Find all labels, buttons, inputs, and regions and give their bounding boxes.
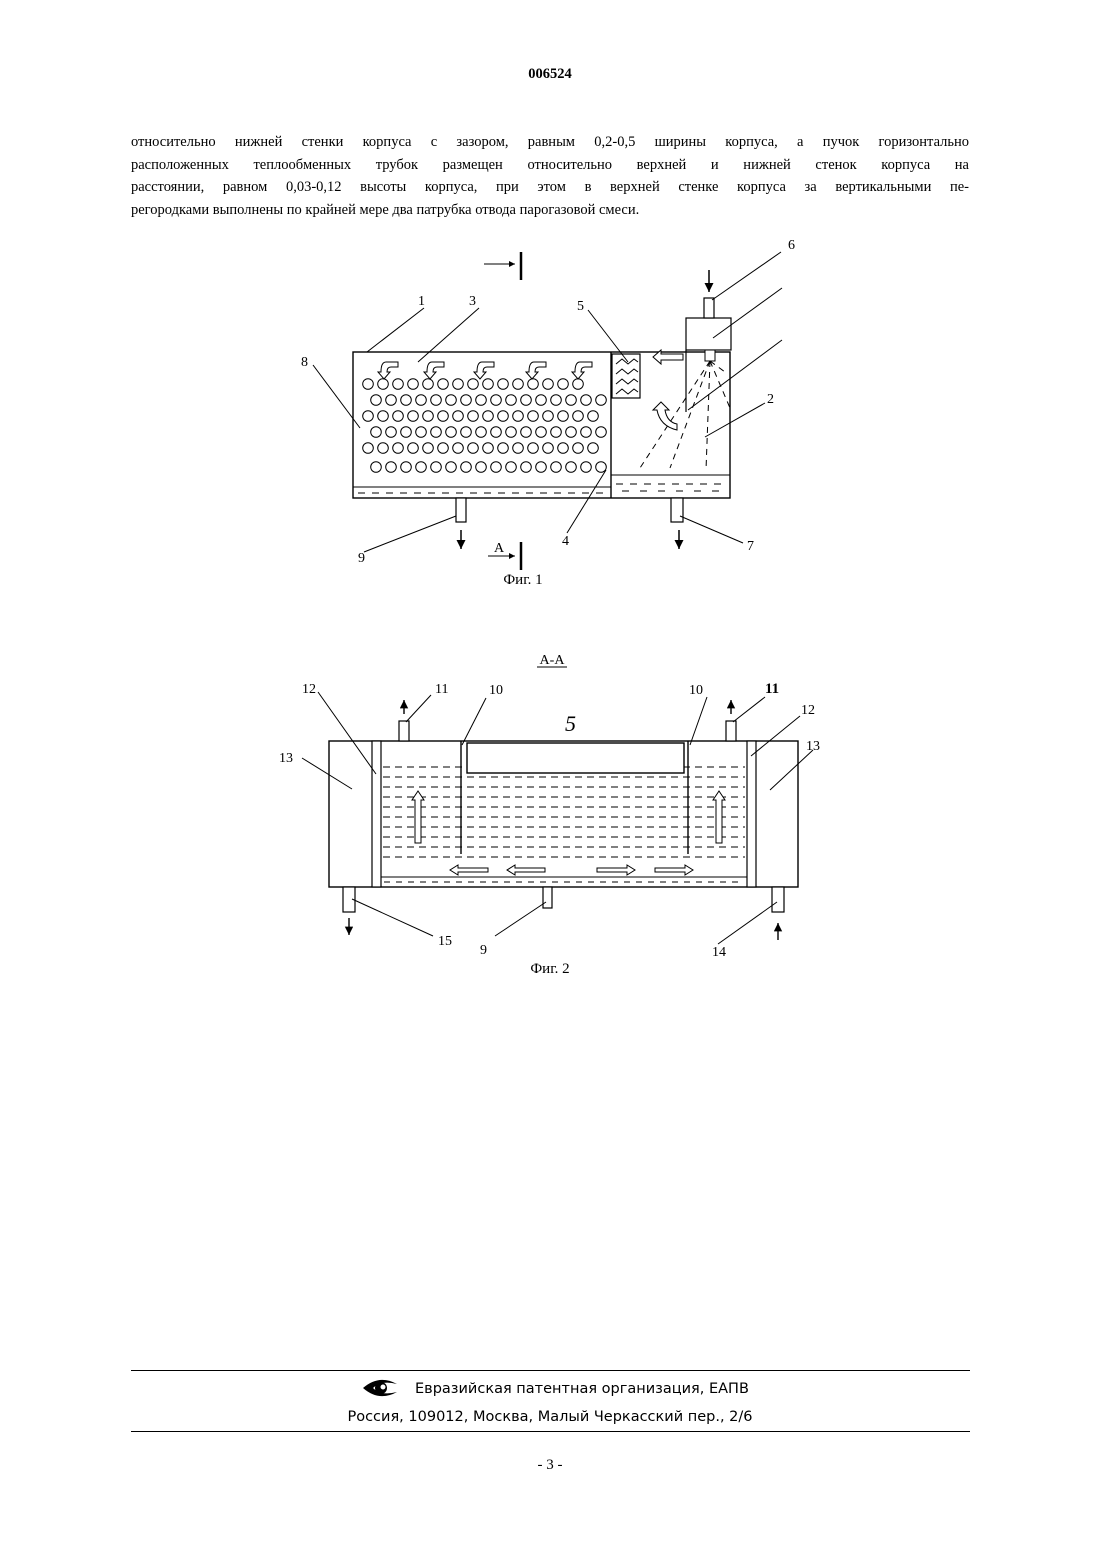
eapo-eye-logo-icon [361,1376,401,1400]
label-5: 5 [565,711,576,736]
label-12-right: 12 [801,703,815,718]
label-15: 15 [438,934,452,949]
label-10-left: 10 [489,683,503,698]
tube-sheet-right [747,741,756,887]
figure-2: А-А [0,0,1100,1000]
tube-sheet-left [372,741,381,887]
label-11-left: 11 [435,682,448,697]
section-title: А-А [540,653,566,668]
separator-5 [467,743,684,773]
footer-organization: Евразийская патентная организация, ЕАПВ [415,1381,749,1397]
tube-lines [383,767,745,857]
footer-address: Россия, 109012, Москва, Малый Черкасский… [0,1409,1100,1425]
label-13-left: 13 [279,751,293,766]
label-14: 14 [712,945,726,960]
page-number: - 3 - [0,1457,1100,1474]
footer-divider-bottom [131,1431,970,1432]
label-10-right: 10 [689,683,703,698]
footer-divider-top [131,1370,970,1371]
label-13-right: 13 [806,739,820,754]
label-11-right: 11 [765,681,779,697]
label-12-left: 12 [302,682,316,697]
figure-2-caption: Фиг. 2 [530,961,569,977]
label-9: 9 [480,943,487,958]
